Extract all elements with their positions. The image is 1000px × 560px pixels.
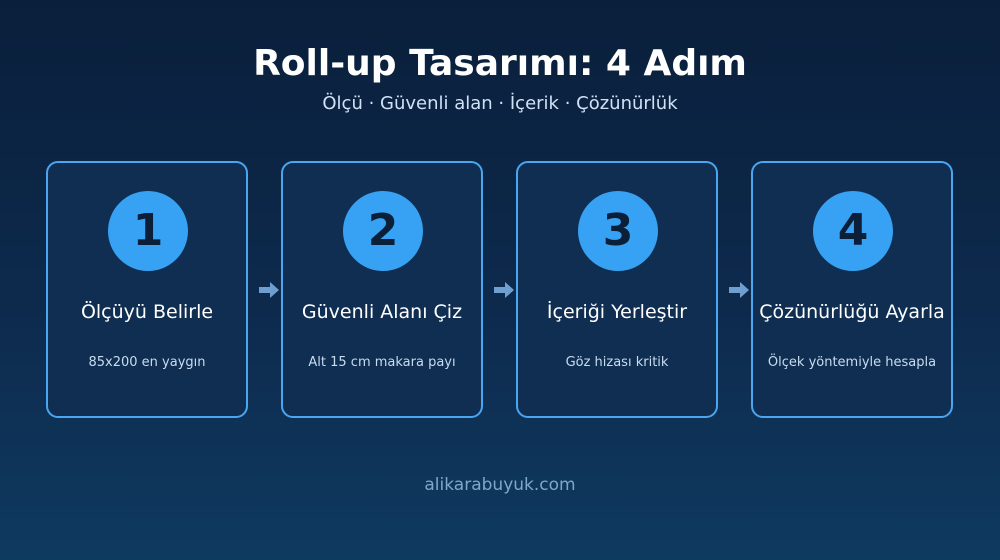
arrow-right-icon xyxy=(729,282,749,298)
step-description: 85x200 en yaygın xyxy=(88,355,206,370)
step-card-4: 4 Çözünürlüğü Ayarla Ölçek yöntemiyle he… xyxy=(751,161,953,418)
step-title: İçeriği Yerleştir xyxy=(546,301,688,323)
footer-website: alikarabuyuk.com xyxy=(424,475,576,495)
step-title: Güvenli Alanı Çiz xyxy=(301,301,463,323)
step-title: Çözünürlüğü Ayarla xyxy=(759,301,945,323)
step-description: Göz hizası kritik xyxy=(565,355,669,370)
page-subtitle: Ölçü · Güvenli alan · İçerik · Çözünürlü… xyxy=(322,93,678,114)
step-title: Ölçüyü Belirle xyxy=(80,301,214,323)
page-title: Roll-up Tasarımı: 4 Adım xyxy=(253,43,747,84)
step-card-3: 3 İçeriği Yerleştir Göz hizası kritik xyxy=(516,161,718,418)
arrow-right-icon xyxy=(494,282,514,298)
step-card-1: 1 Ölçüyü Belirle 85x200 en yaygın xyxy=(46,161,248,418)
step-description: Alt 15 cm makara payı xyxy=(308,355,456,370)
step-number-badge: 4 xyxy=(813,191,893,271)
step-number-badge: 1 xyxy=(108,191,188,271)
step-description: Ölçek yöntemiyle hesapla xyxy=(767,355,937,370)
step-number-badge: 2 xyxy=(343,191,423,271)
step-card-2: 2 Güvenli Alanı Çiz Alt 15 cm makara pay… xyxy=(281,161,483,418)
arrow-right-icon xyxy=(259,282,279,298)
step-number-badge: 3 xyxy=(578,191,658,271)
